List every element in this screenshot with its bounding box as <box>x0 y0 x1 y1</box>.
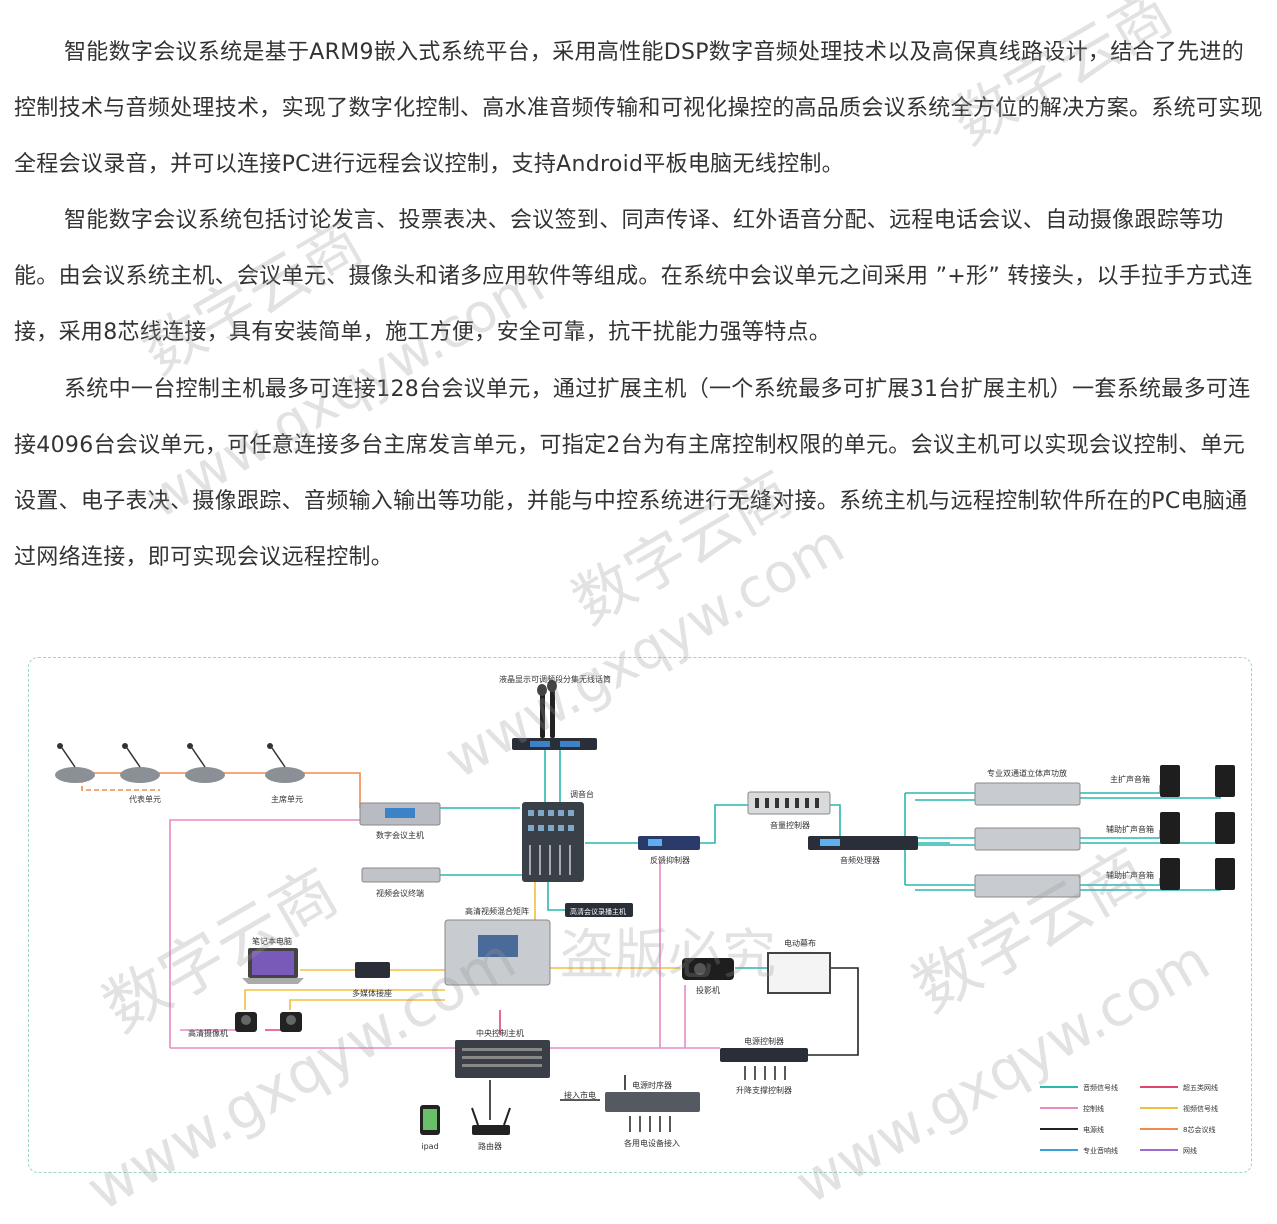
label-aux-speaker-2: 辅助扩声音箱 <box>1106 870 1154 880</box>
delegate-unit-icon <box>55 743 95 783</box>
delegate-unit-icon <box>185 743 225 783</box>
amplifiers: 专业双通道立体声功放 <box>974 768 1081 898</box>
power-controller: 电源控制器 升降支撑控制器 <box>720 1036 808 1095</box>
audio-processor: 音频处理器 <box>808 836 918 865</box>
legend-label: 超五类网线 <box>1183 1083 1218 1092</box>
ipad-icon: ipad <box>420 1105 440 1151</box>
label-device-power: 各用电设备接入 <box>624 1138 680 1148</box>
recording-host: 高清会议录播主机 <box>565 903 633 917</box>
paragraph-capacity: 系统中一台控制主机最多可连接128台会议单元，通过扩展主机（一个系统最多可扩展3… <box>14 377 1251 570</box>
label-chairman-unit: 主席单元 <box>271 794 303 804</box>
label-screen: 电动幕布 <box>784 938 816 948</box>
power-sequencer: 电源时序器 各用电设备接入 接入市电 <box>564 1080 700 1148</box>
label-sequencer: 电源时序器 <box>632 1080 672 1090</box>
hd-matrix: 高清视频混合矩阵 <box>444 906 551 986</box>
label-mixer: 调音台 <box>570 789 594 799</box>
label-laptop: 笔记本电脑 <box>252 936 292 946</box>
screen: 电动幕布 <box>767 938 831 994</box>
video-terminal: 视频会议终端 <box>361 867 441 898</box>
multimedia-box: 多媒体接座 <box>352 962 392 998</box>
label-recorder: 高清会议录播主机 <box>570 907 626 916</box>
label-router: 路由器 <box>478 1141 502 1151</box>
delegate-unit-icon <box>120 743 160 783</box>
label-eq: 音量控制器 <box>770 820 810 830</box>
label-delegate-unit: 代表单元 <box>129 794 161 804</box>
label-mains: 接入市电 <box>564 1090 596 1100</box>
speakers: 主扩声音箱 辅助扩声音箱 辅助扩声音箱 <box>1106 765 1235 890</box>
label-processor: 音频处理器 <box>840 855 880 865</box>
legend-label: 电源线 <box>1083 1125 1104 1134</box>
label-amp: 专业双通道立体声功放 <box>987 768 1067 778</box>
label-camera: 高清摄像机 <box>188 1028 228 1038</box>
central-control-host: 中央控制主机 <box>455 1028 550 1078</box>
wireless-mic-receiver: 液晶显示可调频段分集无线话筒 <box>499 674 611 750</box>
legend-label: 视频信号线 <box>1183 1104 1218 1113</box>
paragraph-functions: 智能数字会议系统包括讨论发言、投票表决、会议签到、同声传译、红外语音分配、远程电… <box>14 208 1253 345</box>
chairman-unit-icon <box>265 743 305 783</box>
label-lift-ctrl: 升降支撑控制器 <box>736 1085 792 1095</box>
label-aux-speaker-1: 辅助扩声音箱 <box>1106 824 1154 834</box>
volume-controller: 音量控制器 <box>747 791 831 830</box>
legend-label: 音频信号线 <box>1083 1083 1118 1092</box>
label-wireless-mic: 液晶显示可调频段分集无线话筒 <box>499 674 611 684</box>
router-icon: 路由器 <box>471 1107 511 1151</box>
conference-units: 代表单元 主席单元 <box>55 743 305 804</box>
legend-label: 专业音响线 <box>1083 1146 1118 1155</box>
label-conference-host: 数字会议主机 <box>376 830 424 840</box>
label-central-host: 中央控制主机 <box>476 1028 524 1038</box>
label-power-ctrl: 电源控制器 <box>744 1036 784 1046</box>
cameras: 高清摄像机 <box>188 1012 302 1038</box>
label-hd-matrix: 高清视频混合矩阵 <box>465 906 529 916</box>
diagram-frame <box>28 657 1252 1173</box>
label-multimedia: 多媒体接座 <box>352 988 392 998</box>
label-video-terminal: 视频会议终端 <box>376 888 424 898</box>
label-projector: 投影机 <box>696 985 720 995</box>
legend-label: 控制线 <box>1083 1104 1104 1113</box>
feedback-suppressor: 反馈抑制器 <box>638 836 700 865</box>
mixer: 调音台 <box>522 789 594 882</box>
paragraph-intro: 智能数字会议系统是基于ARM9嵌入式系统平台，采用高性能DSP数字音频处理技术以… <box>14 40 1263 177</box>
label-main-speaker: 主扩声音箱 <box>1110 774 1150 784</box>
wire-control <box>169 819 360 1048</box>
label-ipad: ipad <box>421 1142 438 1151</box>
laptop: 笔记本电脑 <box>242 936 304 984</box>
conference-host: 数字会议主机 <box>359 802 441 840</box>
legend-label: 8芯会议线 <box>1183 1125 1215 1134</box>
legend-label: 网线 <box>1183 1146 1197 1155</box>
projector: 投影机 <box>682 958 734 995</box>
label-feedback: 反馈抑制器 <box>650 855 690 865</box>
